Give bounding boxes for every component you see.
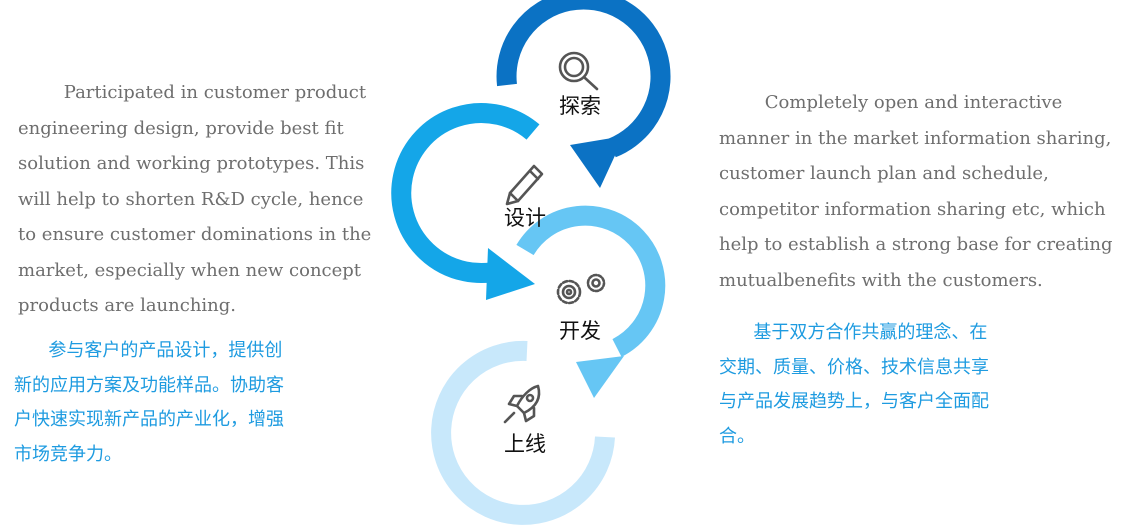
left-english-paragraph: Participated in customer product enginee… — [18, 75, 371, 324]
arrow-head-explore — [570, 136, 624, 188]
text-line: market, especially when new concept — [18, 259, 362, 281]
step-label-explore: 探索 — [559, 94, 601, 118]
text-line: 与产品发展趋势上，与客户全面配 — [719, 391, 989, 412]
step-develop — [516, 205, 666, 398]
text-line: help to establish a strong base for crea… — [719, 234, 1113, 255]
pencil-icon — [505, 164, 544, 206]
step-launch — [431, 340, 615, 525]
text-line: customer launch plan and schedule, — [719, 163, 1049, 184]
text-line: engineering design, provide best fit — [18, 117, 344, 139]
text-line: 户快速实现新产品的产业化，增强 — [14, 409, 284, 430]
text-line: competitor information sharing etc, whic… — [719, 198, 1106, 220]
text-line: 基于双方合作共赢的理念、在 — [719, 322, 988, 343]
step-explore — [496, 0, 671, 188]
text-line: solution and working prototypes. This — [18, 153, 365, 174]
text-line: 市场竞争力。 — [14, 443, 122, 465]
text-line: Completely open and interactive — [719, 92, 1063, 113]
rocket-icon — [503, 384, 541, 424]
text-line: 合。 — [719, 425, 755, 447]
text-line: 新的应用方案及功能样品。协助客 — [14, 374, 284, 396]
step-label-develop: 开发 — [559, 319, 601, 343]
text-line: mutualbenefits with the customers. — [719, 269, 1043, 291]
step-design — [391, 103, 540, 300]
right-english-paragraph: Completely open and interactive manner i… — [719, 85, 1113, 298]
text-line: manner in the market information sharing… — [719, 127, 1112, 149]
ring-design — [391, 103, 540, 284]
text-line: will help to shorten R&D cycle, hence — [18, 188, 364, 210]
ring-explore — [496, 0, 671, 158]
text-line: to ensure customer dominations in the — [18, 224, 372, 245]
text-line: 交期、质量、价格、技术信息共享 — [719, 356, 989, 378]
step-label-design: 设计 — [504, 206, 546, 230]
text-line: 参与客户的产品设计，提供创 — [14, 340, 283, 361]
ring-launch — [431, 340, 615, 525]
arrow-head-design — [486, 248, 535, 300]
text-line: products are launching. — [18, 295, 237, 316]
gears-icon — [556, 273, 606, 305]
left-chinese-paragraph: 参与客户的产品设计，提供创 新的应用方案及功能样品。协助客 户快速实现新产品的产… — [14, 334, 284, 472]
step-label-launch: 上线 — [504, 432, 546, 456]
right-chinese-paragraph: 基于双方合作共赢的理念、在 交期、质量、价格、技术信息共享 与产品发展趋势上，与… — [719, 316, 989, 454]
ring-develop — [516, 205, 666, 357]
magnifier-icon — [558, 51, 599, 91]
text-line: Participated in customer product — [18, 82, 367, 103]
arrow-head-develop — [576, 356, 624, 398]
